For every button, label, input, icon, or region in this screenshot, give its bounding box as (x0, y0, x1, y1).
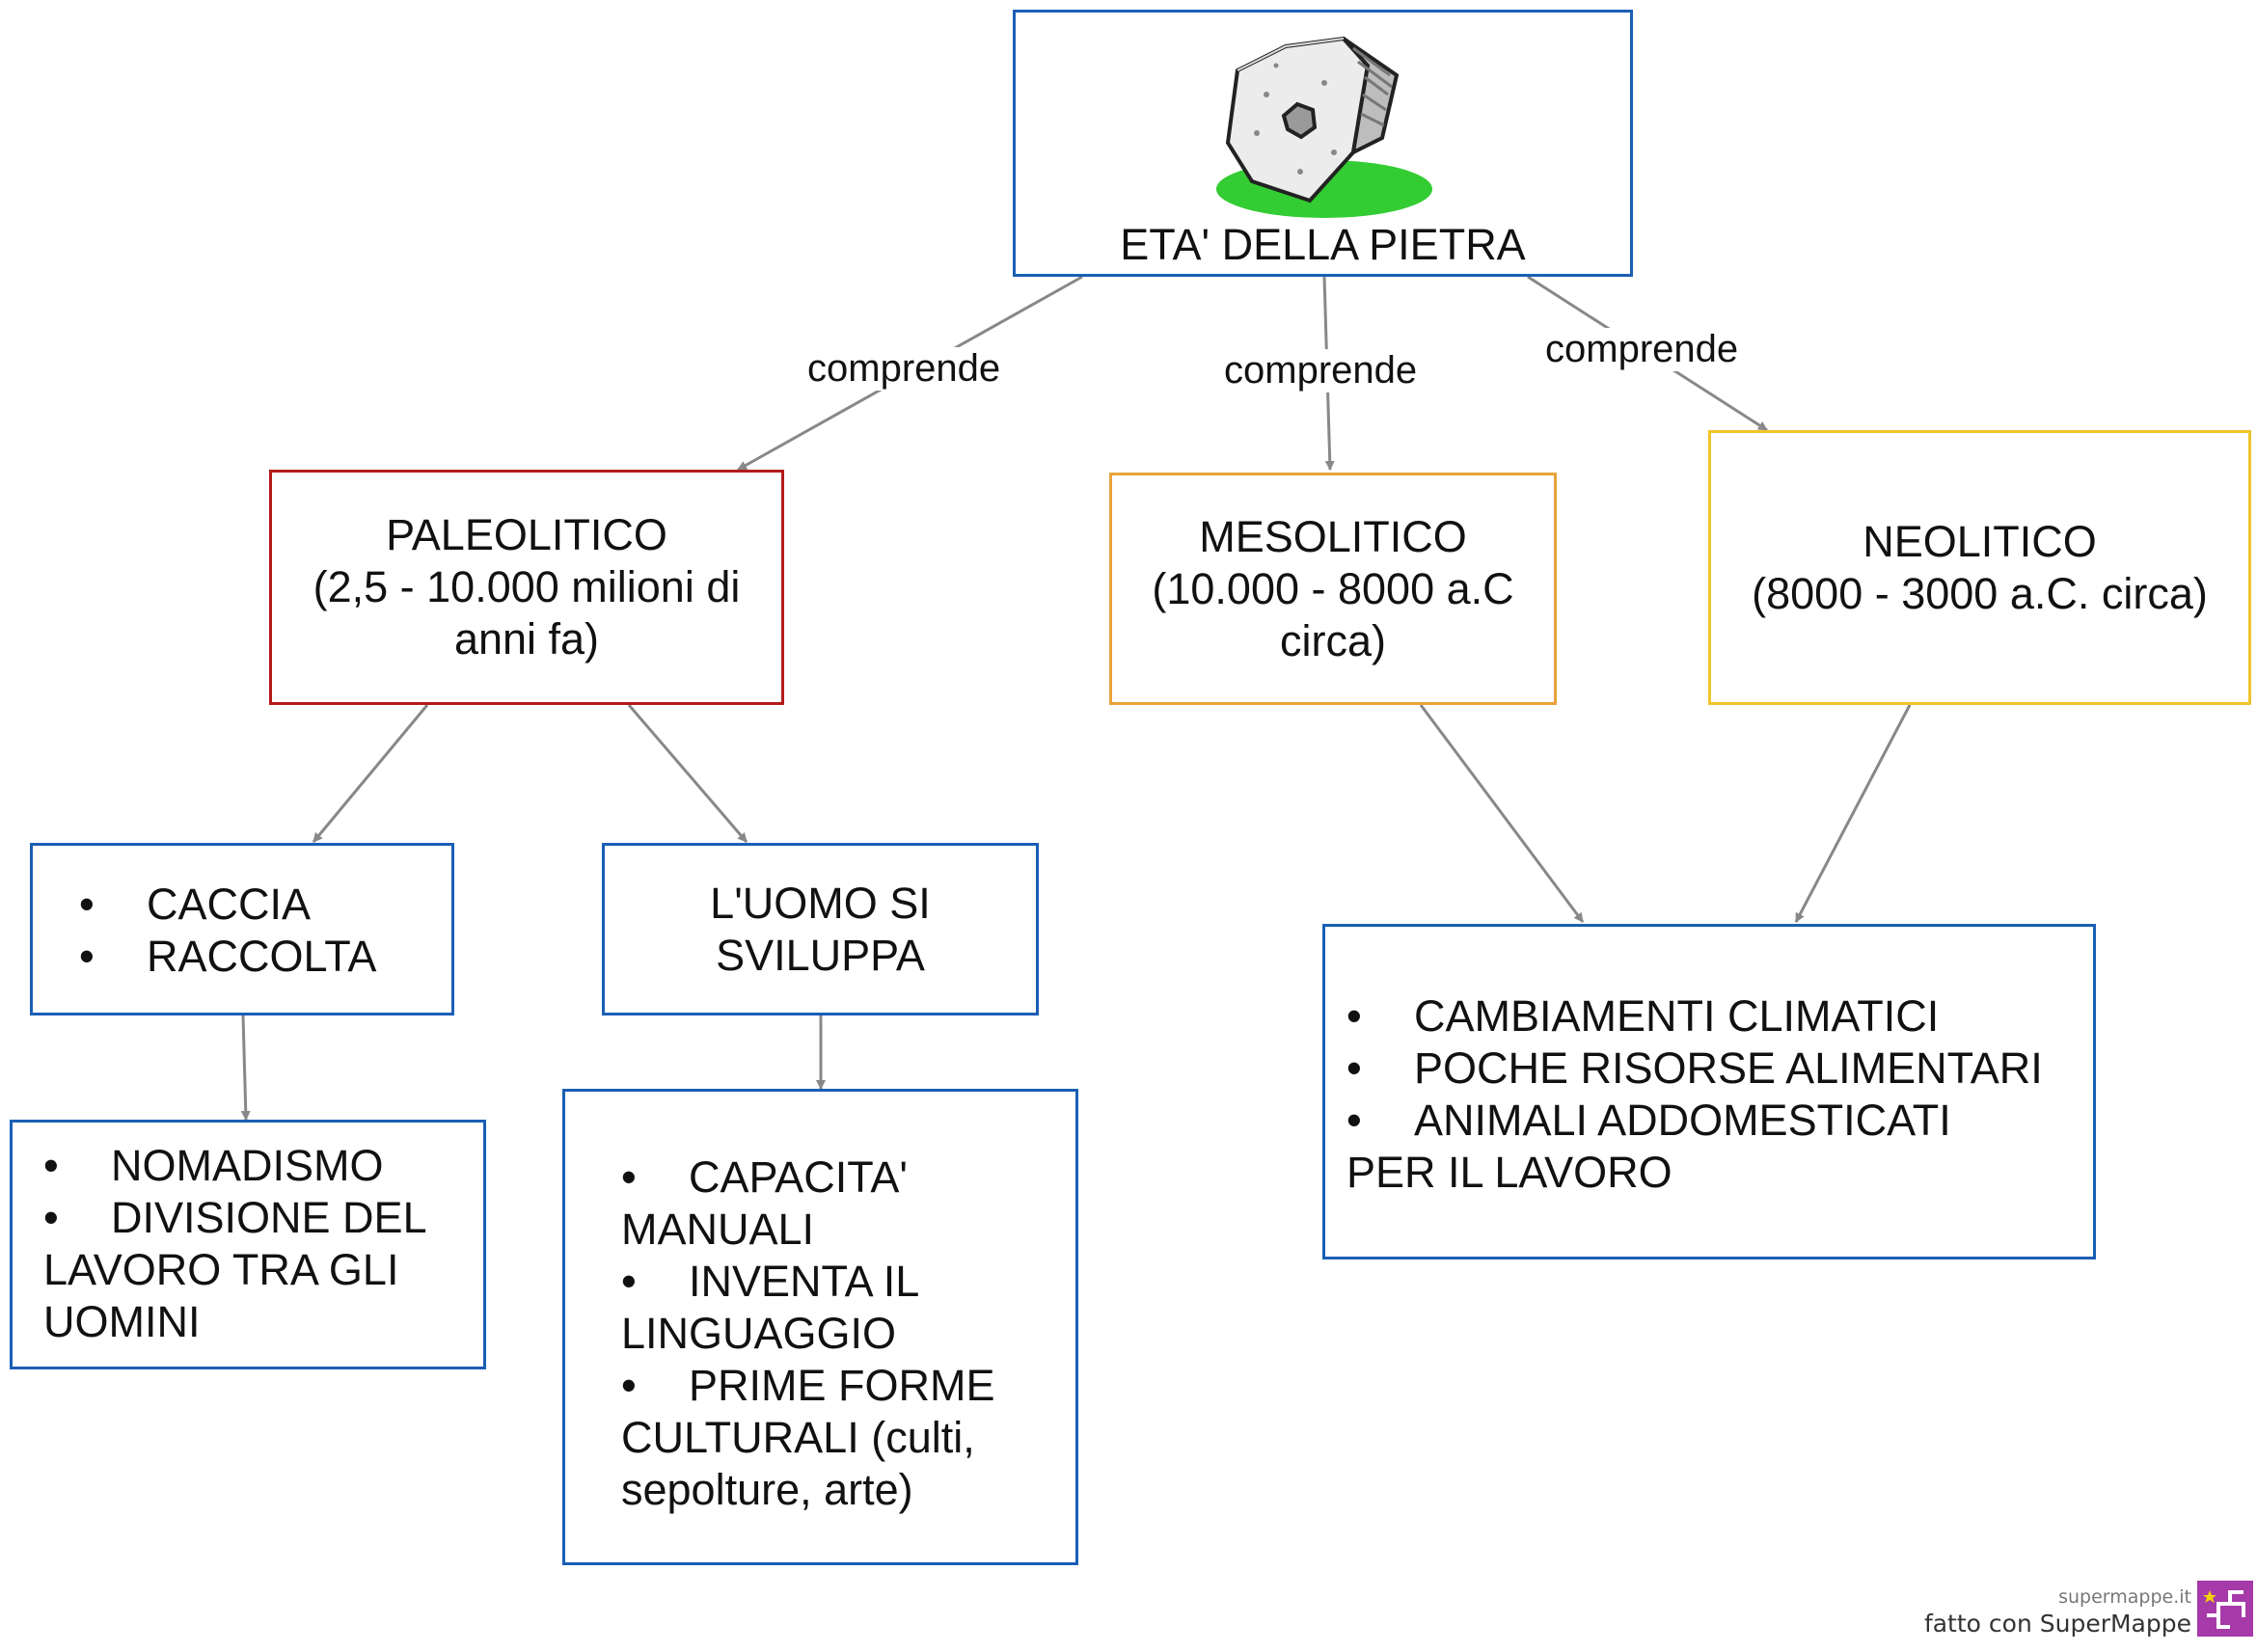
neolitico-dates: (8000 - 3000 a.C. circa) (1752, 568, 2208, 618)
mesolitico-title: MESOLITICO (1199, 511, 1467, 561)
list-item-text: PRIME FORME (689, 1361, 995, 1410)
list-item-text: UOMINI (43, 1297, 201, 1346)
bullet: • (621, 1257, 637, 1306)
arrow-paleolitico-activities (312, 704, 429, 843)
list-item-text: POCHE RISORSE ALIMENTARI (1414, 1043, 2043, 1093)
list-item: UOMINI (43, 1296, 483, 1348)
brand-text: fatto con SuperMappe (1923, 1610, 2191, 1638)
list-item: • CAMBIAMENTI CLIMATICI (1346, 990, 2093, 1043)
list-item-text: DIVISIONE DEL (111, 1193, 427, 1242)
activities-node[interactable]: • CACCIA • RACCOLTA (30, 843, 454, 1016)
list-item-text: LINGUAGGIO (621, 1309, 897, 1358)
root-node[interactable]: ETA' DELLA PIETRA (1013, 10, 1633, 277)
neolitico-title: NEOLITICO (1863, 516, 2097, 566)
bullet: • (621, 1361, 637, 1410)
mesolitico-dates-cont: circa) (1280, 615, 1386, 665)
list-item-text: sepolture, arte) (621, 1465, 913, 1514)
supermappe-branding[interactable]: supermappe.it fatto con SuperMappe (1910, 1575, 2257, 1652)
bullet: • (79, 880, 95, 929)
list-item: • CACCIA (79, 879, 451, 931)
list-item-text: ANIMALI ADDOMESTICATI (1414, 1096, 1951, 1145)
arrow-neolitico-changes (1794, 704, 1912, 923)
bullet: • (1346, 1043, 1362, 1093)
list-item: LINGUAGGIO (621, 1308, 1075, 1360)
bullet: • (43, 1141, 59, 1190)
list-item-text: INVENTA IL (689, 1257, 920, 1306)
brand-url: supermappe.it (2058, 1586, 2191, 1608)
list-item: LAVORO TRA GLI (43, 1244, 483, 1296)
bullet: • (43, 1193, 59, 1242)
root-title: ETA' DELLA PIETRA (1120, 220, 1526, 269)
supermappe-logo-icon (2197, 1581, 2253, 1637)
list-item: • PRIME FORME (621, 1360, 1075, 1412)
list-item-text: CULTURALI (culti, (621, 1413, 975, 1462)
paleolitico-node[interactable]: PALEOLITICO (2,5 - 10.000 milioni di ann… (269, 470, 784, 705)
list-item: PER IL LAVORO (1346, 1147, 2093, 1199)
list-item-text: MANUALI (621, 1205, 815, 1254)
list-item-text: LAVORO TRA GLI (43, 1245, 399, 1294)
bullet: • (1346, 991, 1362, 1041)
list-item: • CAPACITA' (621, 1151, 1075, 1204)
changes-node[interactable]: • CAMBIAMENTI CLIMATICI • POCHE RISORSE AL… (1322, 924, 2096, 1259)
edge-label-mesolitico: comprende (1220, 349, 1422, 393)
bullet: • (79, 932, 95, 981)
list-item: sepolture, arte) (621, 1464, 1075, 1516)
list-item: • POCHE RISORSE ALIMENTARI (1346, 1043, 2093, 1095)
development-line: L'UOMO SI (710, 878, 931, 928)
paleolitico-dates-cont: anni fa) (453, 614, 600, 664)
stone-icon (1216, 36, 1432, 218)
list-item-text: PER IL LAVORO (1346, 1148, 1672, 1197)
arrow-mesolitico-changes (1419, 704, 1585, 923)
development-line: SVILUPPA (716, 930, 925, 980)
list-item: • DIVISIONE DEL (43, 1192, 483, 1244)
nomadism-node[interactable]: • NOMADISMO • DIVISIONE DEL LAVORO TRA GLI… (10, 1120, 486, 1369)
bullet: • (621, 1152, 637, 1202)
list-item-text: CACCIA (147, 880, 312, 929)
neolitico-node[interactable]: NEOLITICO (8000 - 3000 a.C. circa) (1708, 430, 2251, 705)
arrow-paleolitico-development (627, 704, 748, 843)
list-item-text: CAMBIAMENTI CLIMATICI (1414, 991, 1940, 1041)
paleolitico-dates: (2,5 - 10.000 milioni di (313, 562, 741, 611)
list-item-text: CAPACITA' (689, 1152, 908, 1202)
abilities-node[interactable]: • CAPACITA' MANUALI • INVENTA IL LINGUAGGI… (562, 1089, 1078, 1565)
list-item: • INVENTA IL (621, 1256, 1075, 1308)
list-item: • RACCOLTA (79, 931, 451, 983)
edge-label-paleolitico: comprende (803, 347, 1005, 391)
mesolitico-node[interactable]: MESOLITICO (10.000 - 8000 a.C circa) (1109, 473, 1557, 705)
list-item-text: NOMADISMO (111, 1141, 384, 1190)
list-item: CULTURALI (culti, (621, 1412, 1075, 1464)
edge-label-neolitico: comprende (1541, 328, 1743, 371)
list-item: • ANIMALI ADDOMESTICATI (1346, 1095, 2093, 1147)
development-node[interactable]: L'UOMO SI SVILUPPA (602, 843, 1039, 1016)
list-item: MANUALI (621, 1204, 1075, 1256)
list-item-text: RACCOLTA (147, 932, 377, 981)
arrow-activities-nomadism (240, 1015, 251, 1121)
bullet: • (1346, 1096, 1362, 1145)
list-item: • NOMADISMO (43, 1140, 483, 1192)
mesolitico-dates: (10.000 - 8000 a.C (1152, 563, 1514, 613)
paleolitico-title: PALEOLITICO (386, 510, 667, 559)
